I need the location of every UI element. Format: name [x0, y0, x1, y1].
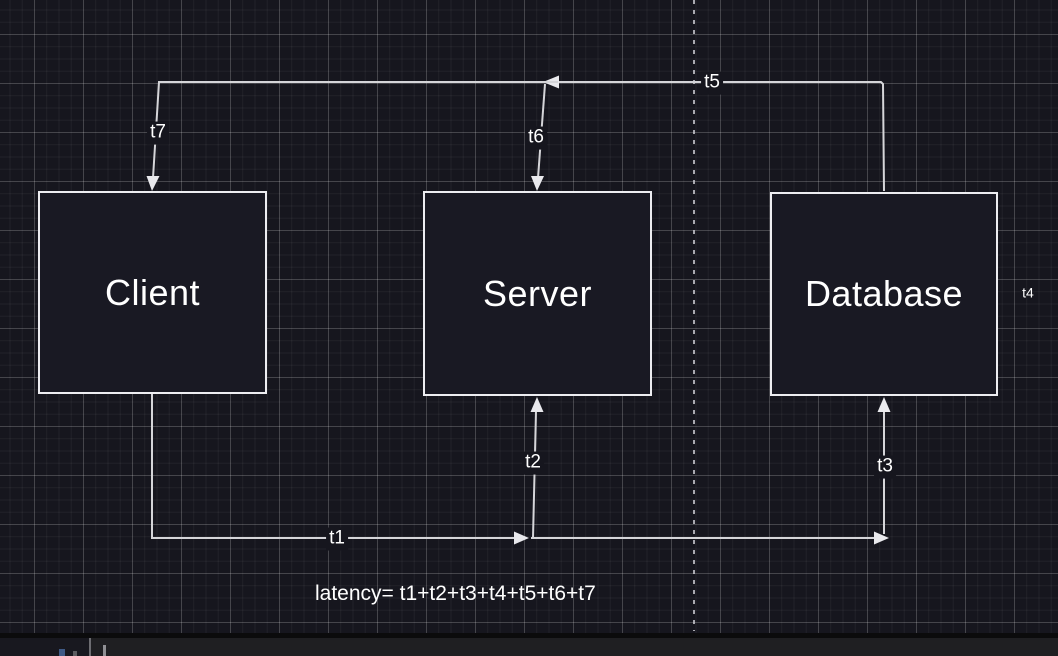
node-client[interactable]: Client — [38, 191, 267, 394]
arrow-t1[interactable] — [151, 394, 529, 545]
edge-label-t4[interactable]: t4 — [1022, 284, 1034, 301]
panel-top-band — [0, 633, 1058, 638]
panel-partial-glyph-gray — [73, 651, 77, 656]
panel-left-section — [0, 638, 89, 656]
drawing-canvas[interactable]: Client Server Database t7 t6 t5 t1 t2 t3… — [0, 0, 1058, 633]
edge-label-t1[interactable]: t1 — [326, 527, 348, 551]
node-server-label: Server — [482, 272, 593, 314]
edge-label-t3[interactable]: t3 — [874, 455, 896, 479]
node-database-label: Database — [804, 273, 964, 314]
edge-label-t2[interactable]: t2 — [522, 451, 544, 475]
edge-label-t7[interactable]: t7 — [147, 121, 169, 145]
node-client-label: Client — [104, 271, 201, 313]
node-server[interactable]: Server — [423, 191, 652, 396]
arrow-bottom-mid[interactable] — [531, 531, 889, 545]
node-database[interactable]: Database — [770, 192, 998, 396]
latency-formula-text[interactable]: latency= t1+t2+t3+t4+t5+t6+t7 — [315, 582, 596, 605]
text-cursor[interactable] — [103, 645, 106, 656]
panel-partial-glyph-blue — [59, 649, 65, 656]
bottom-panel — [0, 633, 1058, 656]
edge-label-t5[interactable]: t5 — [701, 71, 723, 95]
edge-label-t6[interactable]: t6 — [525, 126, 547, 150]
arrow-t7[interactable] — [146, 81, 559, 191]
panel-body — [0, 638, 1058, 656]
panel-divider — [89, 638, 91, 656]
